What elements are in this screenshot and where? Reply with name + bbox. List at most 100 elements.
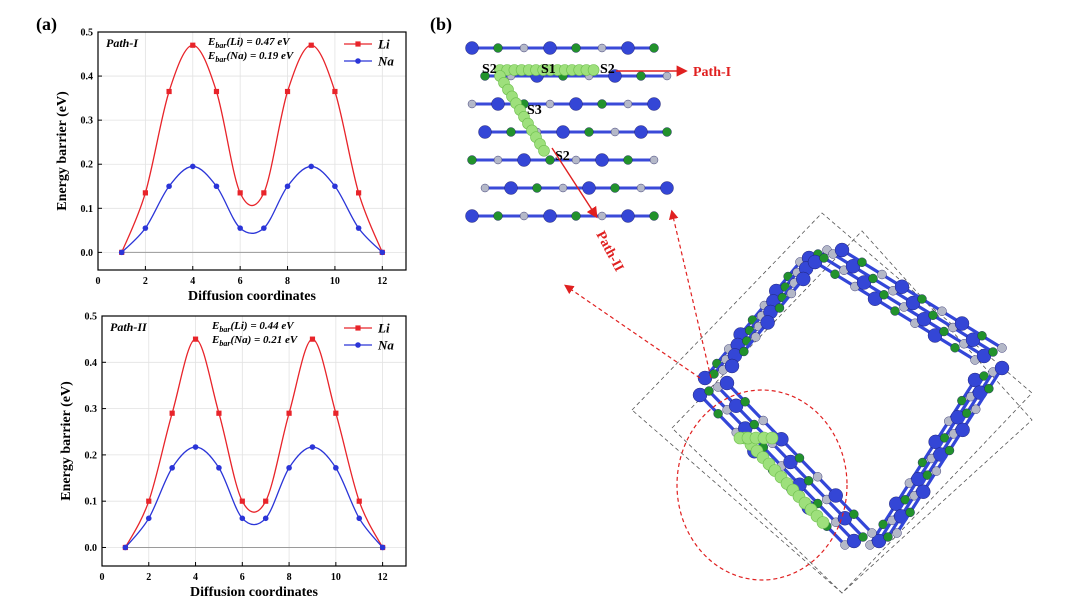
framework-atom (858, 532, 868, 542)
series-line-Na (121, 165, 383, 253)
path-tag: Path-I (106, 36, 139, 50)
lattice-atom (662, 127, 672, 137)
point-Li (284, 88, 291, 95)
site-label-s3: S3 (527, 103, 542, 118)
lattice-atom (597, 99, 607, 109)
point-Li (216, 410, 222, 416)
unit-cell-outline (671, 230, 1033, 594)
point-Li (237, 190, 243, 196)
framework-atom (794, 453, 805, 463)
framework-atom (928, 310, 938, 320)
point-Li (286, 410, 292, 416)
point-Na (189, 163, 196, 170)
point-Li (261, 190, 267, 196)
point-Li (146, 498, 152, 504)
lattice-atom (649, 155, 659, 165)
y-tick-label: 0.3 (85, 404, 98, 415)
point-Na (355, 225, 362, 231)
lattice-atom (660, 181, 674, 195)
point-Li (332, 88, 338, 95)
ion-path-ii (494, 70, 550, 157)
x-axis-label: Diffusion coordinates (190, 585, 319, 600)
framework-atom (894, 279, 910, 294)
lattice-atom (543, 209, 557, 223)
framework-ion-position (765, 431, 779, 445)
framework-atom (739, 346, 749, 357)
point-Li (169, 410, 175, 416)
framework-atom (796, 271, 811, 287)
framework-atom (997, 343, 1007, 353)
framework-atom (954, 316, 970, 331)
panel-a-label: (a) (36, 14, 57, 35)
x-tick-label: 0 (100, 572, 105, 583)
site-label-s2-right: S2 (600, 62, 615, 77)
framework-atom (719, 375, 735, 391)
y-tick-label: 0.1 (81, 204, 94, 215)
y-tick-label: 0.4 (85, 358, 98, 369)
x-tick-label: 8 (287, 572, 292, 583)
lattice-atom (636, 183, 646, 193)
y-axis-label: Energy barrier (eV) (55, 91, 70, 211)
x-tick-label: 2 (143, 276, 148, 287)
x-tick-label: 2 (146, 572, 151, 583)
framework-atom (905, 507, 915, 518)
point-Na (309, 444, 316, 450)
lattice-atom (519, 211, 529, 221)
point-Li (239, 498, 245, 504)
point-Na (333, 465, 339, 471)
framework-atom (740, 397, 750, 407)
y-tick-label: 0.2 (85, 450, 98, 461)
point-Na (332, 183, 338, 190)
x-tick-label: 4 (193, 572, 198, 583)
lattice-atom (610, 127, 620, 137)
plot-frame (101, 315, 407, 567)
point-Na (379, 544, 386, 551)
framework-ion-position (816, 516, 830, 529)
framework-atom (984, 383, 994, 394)
zoom-arrow-up (668, 209, 712, 379)
lattice-atom (621, 209, 635, 223)
framework-atom (760, 315, 775, 330)
lattice-atom (519, 43, 529, 53)
y-tick-label: 0.2 (81, 160, 94, 171)
lattice-atom (506, 127, 516, 137)
point-Na (192, 444, 199, 450)
lattice-atom (571, 155, 581, 165)
plot-frame (97, 31, 407, 271)
framework-atom (988, 347, 998, 357)
lattice-atom (480, 71, 490, 81)
lattice-top-view (465, 41, 674, 223)
lattice-atom (493, 211, 503, 221)
framework-atom (828, 488, 843, 503)
lattice-atom (493, 43, 503, 53)
framework-atom (922, 470, 933, 480)
y-tick-label: 0.5 (85, 312, 98, 323)
legend-label-Na: Na (377, 338, 394, 353)
lattice-atom (662, 71, 672, 81)
point-Li (263, 498, 269, 504)
lattice-atom (545, 99, 555, 109)
legend-label-Li: Li (377, 321, 390, 336)
lattice-atom (532, 183, 542, 193)
lattice-atom (504, 181, 518, 195)
lattice-atom (478, 125, 492, 139)
x-tick-label: 8 (285, 276, 290, 287)
x-tick-label: 10 (330, 276, 340, 287)
lattice-atom (597, 43, 607, 53)
point-Li (192, 336, 199, 342)
point-Li (356, 190, 362, 196)
point-Na (142, 225, 149, 231)
point-Li (142, 190, 148, 196)
framework-atom (834, 242, 850, 258)
lattice-atom (636, 71, 646, 81)
lattice-atom (584, 127, 594, 137)
point-Na (261, 225, 267, 231)
point-Na (356, 515, 363, 522)
annotation-na: Ebar(Na) = 0.19 eV (207, 50, 295, 64)
framework-atom (890, 306, 900, 316)
framework-atom (709, 369, 719, 379)
framework-atom (883, 532, 893, 542)
framework-atom (751, 332, 761, 342)
